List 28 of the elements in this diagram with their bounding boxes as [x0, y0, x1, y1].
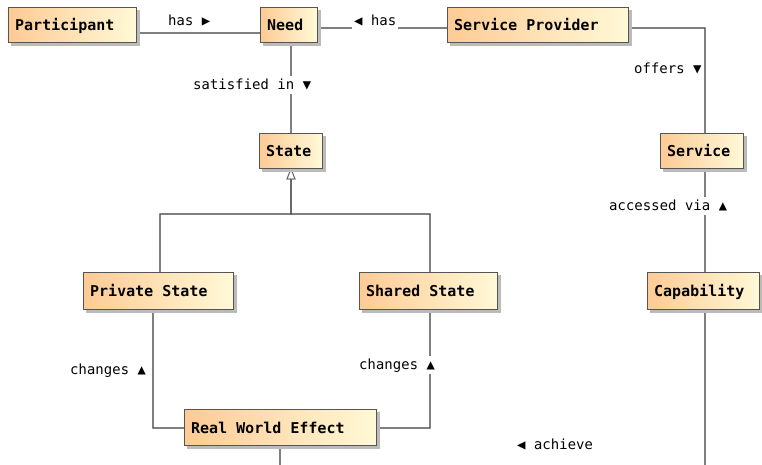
class-box: [660, 133, 744, 169]
edge-label: ◀ has: [352, 12, 398, 30]
class-box: [359, 272, 498, 310]
association-line: [152, 310, 184, 429]
class-name: Need: [267, 16, 304, 34]
class-box: [83, 272, 234, 310]
edge-label: satisfied in ▼: [191, 76, 314, 94]
class-name: Participant: [15, 16, 114, 34]
class-box: [184, 409, 377, 446]
association-line: [377, 310, 431, 429]
class-box: [260, 7, 318, 43]
edge-label: changes ▲: [357, 356, 437, 374]
class-name: State: [266, 142, 312, 160]
class-name: Capability: [654, 282, 744, 300]
class-name: Service Provider: [454, 16, 598, 34]
class-name: Service: [667, 142, 730, 160]
class-box: [8, 7, 137, 43]
class-name: Shared State: [366, 282, 474, 300]
association-line: [279, 310, 706, 465]
edge-label: changes ▲: [68, 361, 148, 379]
class-name: Real World Effect: [191, 418, 345, 436]
class-box: [647, 272, 760, 310]
association-line: [137, 32, 260, 34]
association-line: [629, 27, 706, 133]
edge-label: accessed via ▲: [607, 197, 730, 215]
class-name: Private State: [90, 282, 208, 300]
class-box: [259, 133, 323, 169]
class-box: [447, 7, 629, 43]
